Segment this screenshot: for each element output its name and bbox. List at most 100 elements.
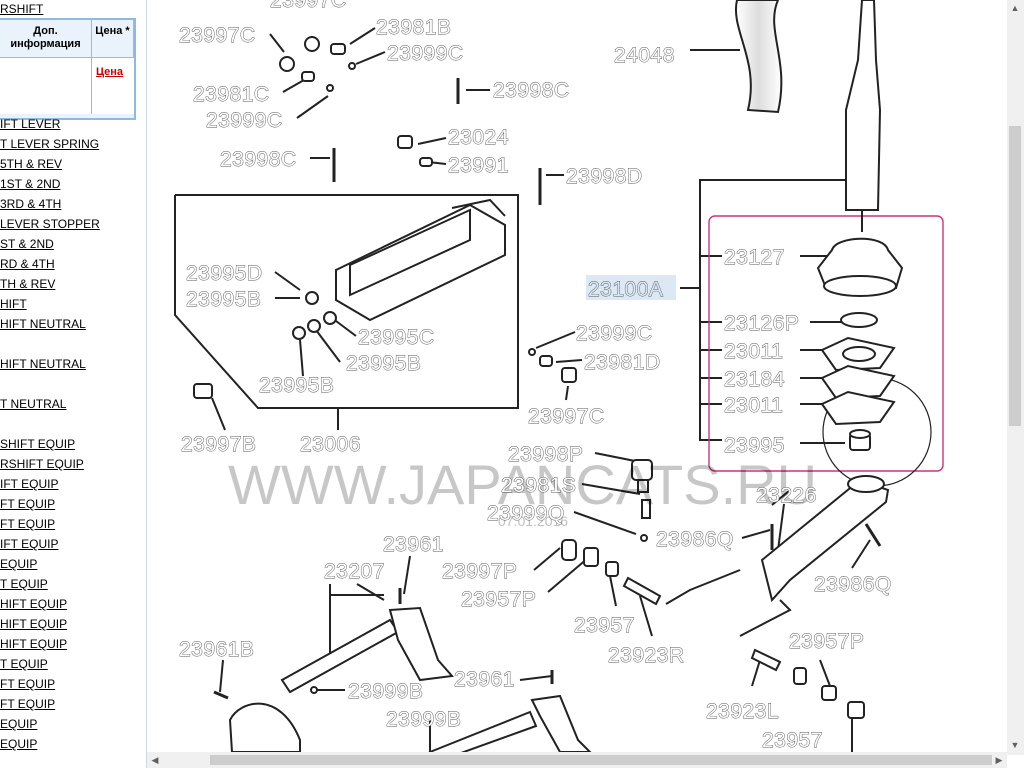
part-label-24048[interactable]: 24048: [614, 44, 675, 68]
sidebar-item[interactable]: EQUIP: [0, 737, 38, 751]
part-label-23995[interactable]: 23995: [724, 434, 785, 458]
vertical-scrollbar[interactable]: ▲ ▼: [1007, 0, 1024, 755]
cell-price: [92, 58, 134, 114]
part-label-23997c[interactable]: 23997C: [270, 0, 347, 12]
part-label-23957p[interactable]: 23957P: [789, 630, 865, 654]
part-label-23981s[interactable]: 23981S: [501, 474, 577, 498]
sidebar-item[interactable]: FT EQUIP: [0, 517, 56, 531]
sidebar-item[interactable]: RSHIFT EQUIP: [0, 457, 84, 471]
part-label-23997c[interactable]: 23997C: [179, 24, 256, 48]
part-label-23997b[interactable]: 23997B: [181, 433, 257, 457]
category-link[interactable]: RSHIFT: [0, 2, 44, 16]
sidebar-item[interactable]: IFT EQUIP: [0, 477, 59, 491]
part-label-23995c[interactable]: 23995C: [358, 326, 435, 350]
part-label-23957p[interactable]: 23957P: [461, 588, 537, 612]
part-label-23226[interactable]: 23226: [756, 484, 817, 508]
part-label-23999q[interactable]: 23999Q: [487, 502, 565, 526]
sidebar-item[interactable]: TH & REV: [0, 277, 56, 291]
sidebar-item[interactable]: HIFT: [0, 297, 27, 311]
scroll-down-arrow-icon[interactable]: ▼: [1010, 740, 1020, 750]
part-label-23995b[interactable]: 23995B: [186, 288, 262, 312]
part-label-23207[interactable]: 23207: [324, 560, 385, 584]
sidebar-item: [0, 334, 100, 354]
part-label-23127[interactable]: 23127: [724, 246, 785, 270]
sidebar-item[interactable]: SHIFT EQUIP: [0, 437, 76, 451]
part-label-23961[interactable]: 23961: [454, 668, 515, 692]
sidebar-item[interactable]: T EQUIP: [0, 577, 48, 591]
part-label-23999b[interactable]: 23999B: [386, 708, 462, 732]
part-label-23024[interactable]: 23024: [448, 126, 509, 150]
sidebar-item[interactable]: IFT EQUIP: [0, 537, 59, 551]
selected-part-highlight: [586, 275, 676, 300]
shift-knob-24048: [734, 0, 783, 114]
part-label-23986q[interactable]: 23986Q: [656, 528, 734, 552]
sidebar-item[interactable]: HIFT NEUTRAL: [0, 357, 86, 371]
sidebar-item[interactable]: LEVER STOPPER: [0, 217, 100, 231]
part-label-23957[interactable]: 23957: [762, 729, 823, 753]
sidebar-item[interactable]: 1ST & 2ND: [0, 177, 61, 191]
sidebar-item[interactable]: T EQUIP: [0, 657, 48, 671]
vertical-scroll-thumb[interactable]: [1009, 126, 1021, 426]
scroll-up-arrow-icon[interactable]: ▲: [1010, 3, 1020, 13]
part-label-23995b[interactable]: 23995B: [259, 374, 335, 398]
part-label-23011[interactable]: 23011: [724, 340, 784, 364]
part-label-23981b[interactable]: 23981B: [376, 16, 452, 40]
sidebar-item[interactable]: T NEUTRAL: [0, 397, 67, 411]
sidebar-item[interactable]: 3RD & 4TH: [0, 197, 62, 211]
sidebar-item[interactable]: EQUIP: [0, 557, 38, 571]
horizontal-scroll-thumb[interactable]: [210, 755, 992, 765]
selected-assembly-highlight: [708, 215, 944, 472]
scroll-left-arrow-icon[interactable]: ◀: [151, 755, 159, 765]
header-additional-info: Доп. информация: [0, 20, 92, 58]
shift-lever-rod: [845, 0, 882, 211]
part-label-23981c[interactable]: 23981C: [193, 83, 270, 107]
sidebar-item[interactable]: 5TH & REV: [0, 157, 63, 171]
scroll-right-arrow-icon[interactable]: ▶: [995, 755, 1003, 765]
part-label-23998c[interactable]: 23998C: [493, 79, 570, 103]
part-label-23126p[interactable]: 23126P: [724, 312, 800, 336]
part-label-23961[interactable]: 23961: [383, 533, 444, 557]
part-label-23999c[interactable]: 23999C: [387, 42, 464, 66]
sidebar-item[interactable]: HIFT EQUIP: [0, 617, 68, 631]
part-label-23995b[interactable]: 23995B: [346, 352, 422, 376]
part-label-23184[interactable]: 23184: [724, 368, 785, 392]
part-label-23923r[interactable]: 23923R: [608, 644, 685, 668]
sidebar-item[interactable]: FT EQUIP: [0, 497, 56, 511]
sidebar-item[interactable]: FT EQUIP: [0, 697, 56, 711]
part-label-23981d[interactable]: 23981D: [584, 351, 661, 375]
part-label-23998p[interactable]: 23998P: [508, 443, 584, 467]
part-label-23999b[interactable]: 23999B: [348, 680, 424, 704]
part-label-23961b[interactable]: 23961B: [179, 638, 255, 662]
part-label-23923l[interactable]: 23923L: [706, 700, 779, 724]
sidebar-item[interactable]: FT EQUIP: [0, 677, 56, 691]
cell-additional-info: [0, 58, 92, 114]
sidebar-item[interactable]: ST & 2ND: [0, 237, 54, 251]
subassembly-frame-23006: [174, 194, 519, 409]
sidebar-item[interactable]: HIFT NEUTRAL: [0, 317, 86, 331]
part-label-23006[interactable]: 23006: [300, 433, 361, 457]
part-label-23998c[interactable]: 23998C: [220, 148, 297, 172]
part-label-23997p[interactable]: 23997P: [442, 560, 518, 584]
part-label-23011[interactable]: 23011: [724, 394, 784, 418]
part-label-23957[interactable]: 23957: [574, 614, 635, 638]
part-label-23998d[interactable]: 23998D: [566, 165, 643, 189]
sidebar-item[interactable]: HIFT EQUIP: [0, 637, 68, 651]
plate-23184: [820, 364, 896, 400]
part-label-23100a-selected[interactable]: 23100A: [588, 278, 664, 302]
part-label-23991[interactable]: 23991: [448, 154, 509, 178]
price-link[interactable]: Цена: [96, 66, 124, 78]
watermark-text: WWW.JAPANCATS.RU: [228, 453, 817, 516]
part-label-23995d[interactable]: 23995D: [186, 262, 263, 286]
sidebar-item: [0, 414, 100, 434]
part-label-23986q[interactable]: 23986Q: [814, 573, 892, 597]
part-label-23999c[interactable]: 23999C: [206, 109, 283, 133]
header-price: Цена *: [92, 20, 134, 58]
sidebar-item[interactable]: HIFT EQUIP: [0, 597, 68, 611]
horizontal-scrollbar[interactable]: ◀ ▶: [147, 752, 1007, 768]
sidebar-item[interactable]: T LEVER SPRING: [0, 137, 100, 151]
sidebar-item[interactable]: RD & 4TH: [0, 257, 55, 271]
sidebar-item[interactable]: EQUIP: [0, 717, 38, 731]
part-label-23997c[interactable]: 23997C: [528, 405, 605, 429]
sidebar-item[interactable]: IFT LEVER: [0, 117, 61, 131]
part-label-23999c[interactable]: 23999C: [576, 322, 653, 346]
